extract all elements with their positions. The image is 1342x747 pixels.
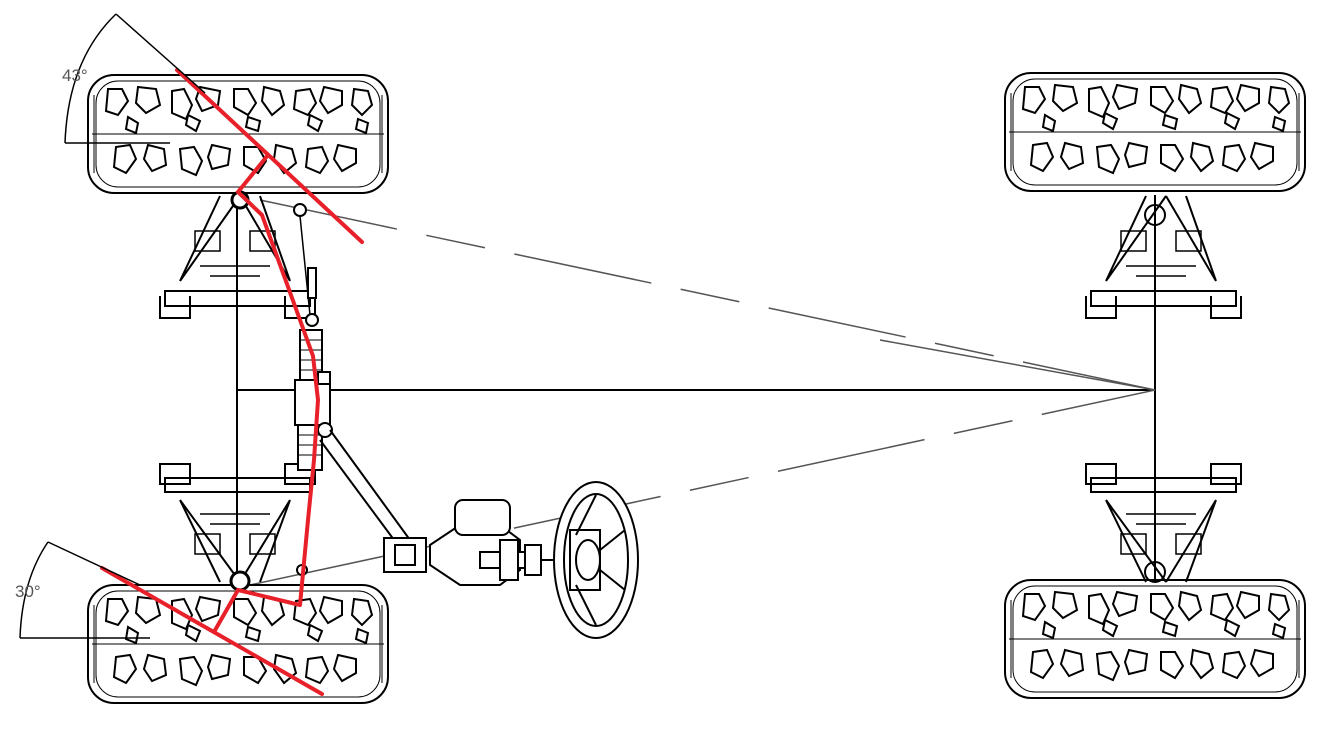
- steering-rack: [293, 203, 333, 576]
- steering-geometry-lines: [100, 68, 364, 696]
- steering-wheel-icon: [553, 481, 639, 639]
- steering-column: [319, 429, 570, 586]
- ackermann-construction-lines: [249, 199, 1156, 586]
- lower-angle-label: 30°: [15, 582, 41, 601]
- lower-angle-annotation: [19, 541, 150, 639]
- rear-left-tire-icon: [1004, 72, 1306, 192]
- rear-upper-suspension: [1085, 195, 1242, 319]
- upper-angle-annotation: [64, 13, 206, 144]
- rear-left-hub: [1144, 204, 1166, 226]
- front-left-tire-icon: [87, 74, 389, 194]
- rear-lower-suspension: [1085, 463, 1242, 583]
- front-right-hub: [229, 570, 251, 592]
- rear-right-tire-icon: [1004, 579, 1306, 699]
- upper-angle-label: 43°: [62, 66, 88, 85]
- rear-right-hub: [1144, 561, 1166, 583]
